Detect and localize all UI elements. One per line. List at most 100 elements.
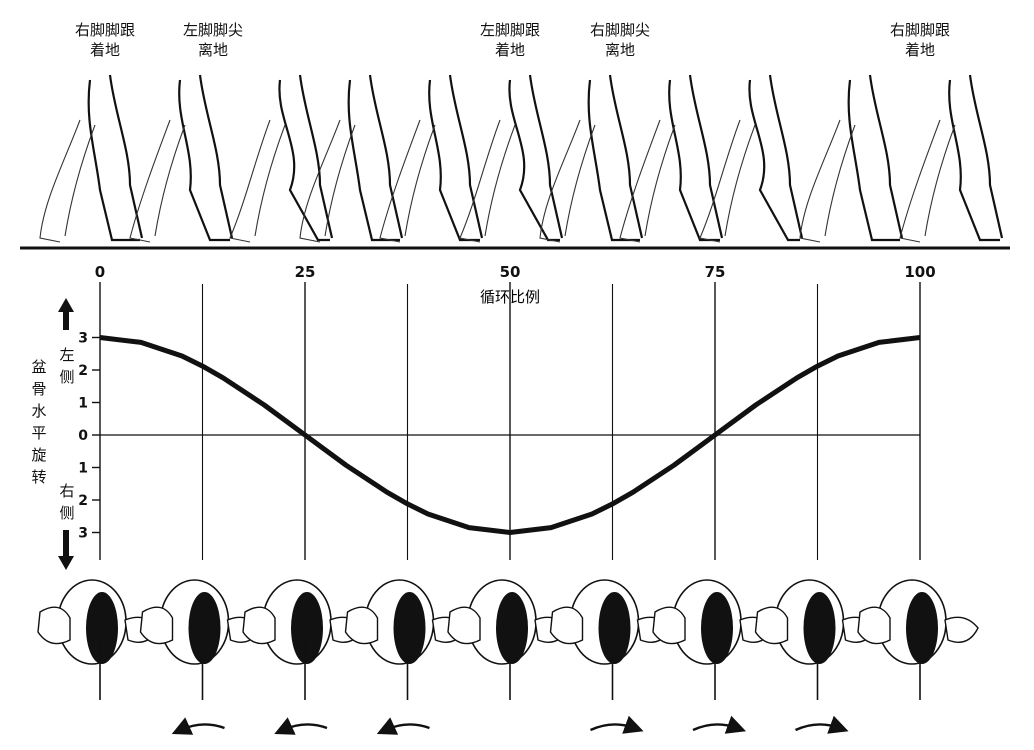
pelvis-figure	[243, 580, 363, 700]
leg-outline	[460, 120, 500, 242]
leg-outline	[970, 75, 1002, 238]
leg-outline	[40, 120, 80, 242]
walking-figure	[900, 75, 1002, 242]
leg-outline	[200, 75, 232, 238]
pelvis-figure	[858, 580, 978, 700]
leg-outline	[725, 125, 755, 236]
y-tick-label: 2	[78, 363, 88, 379]
event-line2: 着地	[455, 40, 565, 60]
leg-outline	[370, 75, 402, 238]
leg-outline	[690, 75, 722, 238]
walking-figure	[300, 75, 402, 242]
x-axis-title: 循环比例	[480, 288, 540, 306]
leg-outline	[610, 75, 642, 238]
walking-figure	[230, 75, 332, 242]
walking-figure	[540, 75, 642, 242]
sacrum-shape	[496, 592, 528, 664]
x-tick-label: 100	[904, 263, 935, 281]
y-side-char: 右	[58, 480, 76, 502]
event-line2: 离地	[158, 40, 268, 60]
event-line1: 左脚脚尖	[158, 20, 268, 40]
pelvis-figure	[141, 580, 261, 700]
event-label-right-toe-off: 右脚脚尖 离地	[565, 20, 675, 60]
y-tick-label: 1	[78, 396, 88, 412]
pelvis-figure	[346, 580, 466, 700]
femur-left	[38, 607, 70, 643]
y-side-char: 侧	[58, 366, 76, 388]
leg-outline	[700, 120, 740, 242]
rotate-right-arrow-icon	[796, 724, 840, 730]
pelvis-top-view-row	[38, 580, 978, 700]
y-axis-title: 盆 骨 水 平 旋 转	[30, 356, 48, 488]
pelvis-figure	[448, 580, 568, 700]
walking-figure	[130, 75, 232, 242]
x-tick-label: 75	[705, 263, 726, 281]
leg-outline	[65, 125, 95, 236]
event-line1: 右脚脚跟	[50, 20, 160, 40]
y-title-char: 平	[30, 422, 48, 444]
leg-outline	[565, 125, 595, 236]
walking-figure	[620, 75, 722, 242]
femur-left	[346, 607, 378, 643]
pelvis-figure	[756, 580, 876, 700]
y-tick-label: 1	[78, 461, 88, 477]
leg-outline	[230, 120, 270, 242]
rotate-left-arrow-icon	[283, 724, 327, 730]
vertical-gridlines	[100, 282, 920, 560]
leg-outline	[900, 120, 940, 242]
leg-outline	[540, 120, 580, 242]
leg-outline	[485, 125, 515, 236]
leg-outline	[380, 120, 420, 242]
rotate-right-arrow-icon	[591, 724, 635, 730]
sacrum-shape	[291, 592, 323, 664]
rotation-arrows	[181, 724, 840, 730]
leg-outline	[325, 125, 355, 236]
leg-outline	[770, 75, 802, 238]
y-upper-side-label: 左 侧	[58, 344, 76, 388]
event-line1: 左脚脚跟	[455, 20, 565, 40]
y-title-char: 水	[30, 400, 48, 422]
leg-outline	[620, 120, 660, 242]
femur-left	[448, 607, 480, 643]
femur-left	[653, 607, 685, 643]
femur-left	[243, 607, 275, 643]
y-side-char: 左	[58, 344, 76, 366]
walking-figure	[40, 75, 142, 242]
femur-left	[858, 607, 890, 643]
y-lower-side-label: 右 侧	[58, 480, 76, 524]
leg-outline	[405, 125, 435, 236]
sacrum-shape	[86, 592, 118, 664]
event-label-left-heel-strike: 左脚脚跟 着地	[455, 20, 565, 60]
leg-outline	[450, 75, 482, 238]
down-arrow-icon	[58, 530, 74, 570]
y-side-char: 侧	[58, 502, 76, 524]
x-tick-label: 0	[95, 263, 105, 281]
leg-outline	[925, 125, 955, 236]
y-tick-label: 0	[78, 428, 88, 444]
event-line2: 着地	[50, 40, 160, 60]
femur-left	[551, 607, 583, 643]
event-line2: 着地	[865, 40, 975, 60]
pelvis-figure	[653, 580, 773, 700]
walking-figure	[700, 75, 802, 242]
event-line2: 离地	[565, 40, 675, 60]
rotate-right-arrow-icon	[693, 724, 737, 730]
leg-outline	[130, 120, 170, 242]
y-title-char: 骨	[30, 378, 48, 400]
event-label-right-heel-strike: 右脚脚跟 着地	[50, 20, 160, 60]
event-label-left-toe-off: 左脚脚尖 离地	[158, 20, 268, 60]
walking-figure	[460, 75, 562, 242]
leg-outline	[870, 75, 902, 238]
pelvis-figure	[551, 580, 671, 700]
sacrum-shape	[804, 592, 836, 664]
x-tick-label: 25	[295, 263, 316, 281]
event-line1: 右脚脚尖	[565, 20, 675, 40]
sacrum-shape	[394, 592, 426, 664]
walking-figure	[380, 75, 482, 242]
femur-right	[945, 617, 978, 642]
leg-outline	[825, 125, 855, 236]
sacrum-shape	[701, 592, 733, 664]
y-title-char: 旋	[30, 444, 48, 466]
